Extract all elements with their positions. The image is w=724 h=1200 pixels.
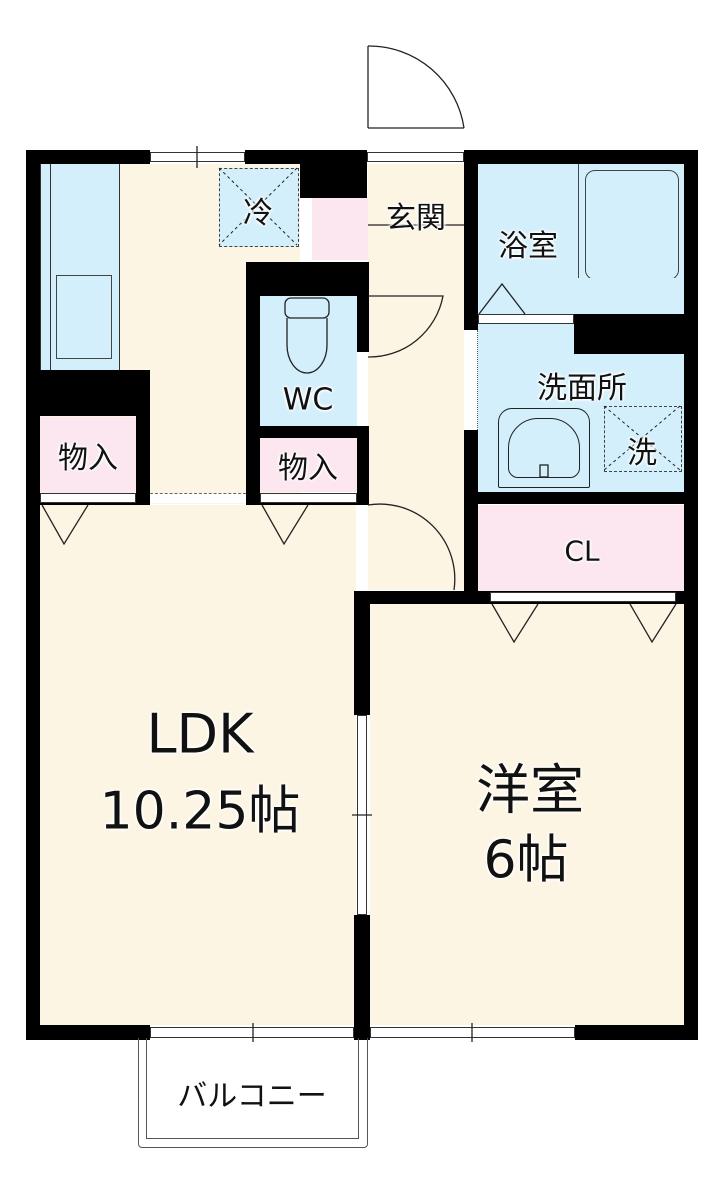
- storage-left: [40, 417, 136, 493]
- label-bathroom: 浴室: [498, 229, 558, 264]
- bath-door: [478, 314, 574, 324]
- wall-ldk-divider-top: [354, 591, 370, 715]
- label-closet: CL: [564, 534, 600, 568]
- wall-wc-right: [357, 262, 369, 352]
- label-storage-mid: 物入: [278, 451, 338, 486]
- wall-top-left: [26, 150, 150, 164]
- wall-wc-left: [246, 262, 260, 504]
- window-entrance: [367, 152, 464, 162]
- entrance-step: [312, 198, 368, 260]
- closet: [478, 505, 684, 591]
- wall-hall-right: [464, 150, 478, 330]
- wall-wc-top: [246, 262, 367, 296]
- kitchen-opening: [150, 493, 246, 503]
- label-washroom: 洗面所: [537, 371, 627, 406]
- ldk-room: [38, 505, 356, 1025]
- wall-kitchen-stub: [26, 370, 150, 416]
- wall-entry-block: [300, 150, 367, 198]
- label-fridge: 冷: [243, 196, 273, 231]
- wall-store-right: [357, 426, 369, 504]
- wall-bath-block: [574, 314, 698, 354]
- label-ldk-name: LDK: [146, 702, 254, 766]
- wall-wash-bottom: [464, 492, 698, 504]
- balcony-inner: [146, 1038, 359, 1139]
- balcony: [138, 1038, 368, 1148]
- wall-bottom-right: [575, 1025, 698, 1040]
- label-western-name: 洋室: [476, 758, 584, 822]
- wall-storage-left-side: [136, 370, 150, 504]
- sink: [56, 275, 112, 359]
- label-western-size: 6帖: [483, 830, 569, 891]
- label-ldk-size: 10.25帖: [99, 781, 301, 842]
- hallway: [368, 164, 464, 590]
- label-storage-left: 物入: [58, 441, 118, 476]
- label-wc: WC: [282, 382, 334, 418]
- wall-hall-right-lower: [464, 430, 478, 604]
- closet-door: [490, 592, 676, 602]
- window-ldk-bottom: [150, 1027, 354, 1038]
- wall-bottom-left: [26, 1025, 150, 1040]
- kitchen-counter: [40, 164, 120, 370]
- wall-top-right: [464, 150, 698, 164]
- label-balcony: バルコニー: [177, 1079, 327, 1114]
- wall-wc-mid: [246, 426, 367, 438]
- wall-ldk-divider-bottom: [354, 915, 370, 1035]
- tub-divider: [578, 164, 579, 314]
- bathroom-lower: [478, 164, 574, 314]
- counter-edge: [50, 164, 51, 370]
- western-room: [370, 604, 686, 1025]
- label-entrance: 玄関: [386, 201, 446, 236]
- storage-mid-door: [260, 493, 357, 503]
- storage-left-door: [40, 493, 136, 503]
- wash-opening: [464, 330, 478, 430]
- label-washer: 洗: [627, 436, 657, 471]
- wash-basin: [498, 408, 590, 488]
- storage-mid: [260, 438, 357, 492]
